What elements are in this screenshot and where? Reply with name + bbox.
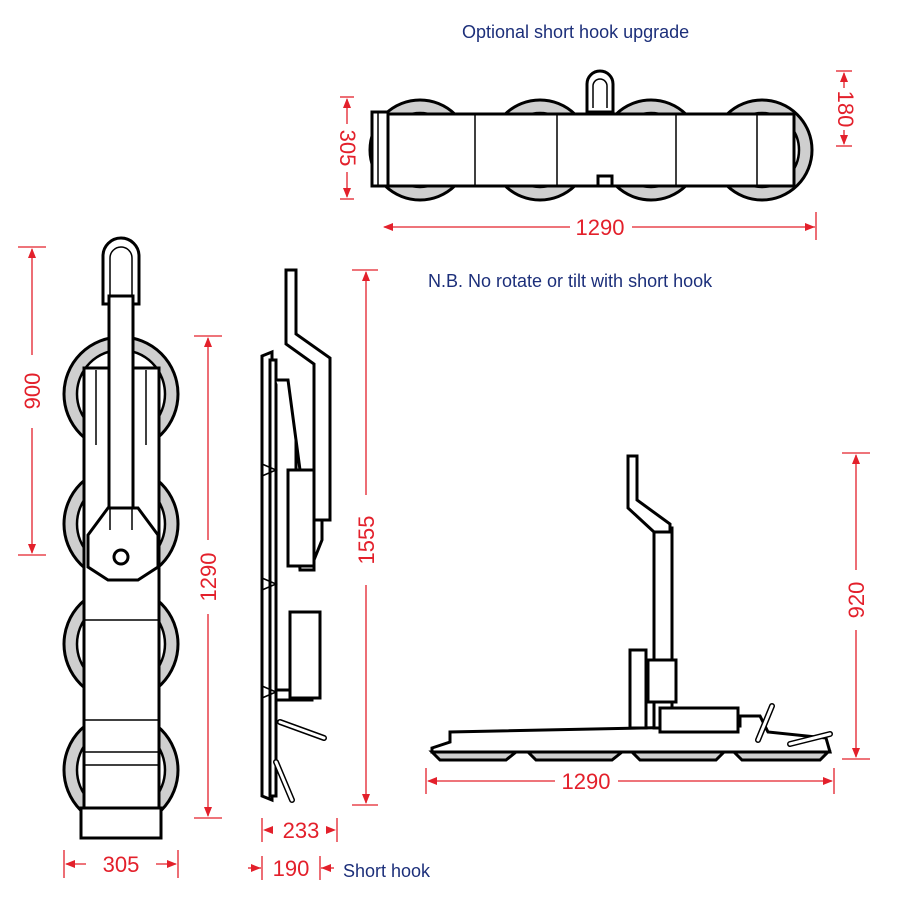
dim-305-front: 305 — [63, 850, 179, 878]
dim-305-top: 305 — [335, 96, 360, 200]
dim-305-front-label: 305 — [103, 852, 140, 877]
nb-warning-note: N.B. No rotate or tilt with short hook — [428, 271, 713, 291]
dim-190-label: 190 — [273, 856, 310, 881]
dim-920-label: 920 — [844, 582, 869, 619]
dim-305-top-label: 305 — [335, 130, 360, 167]
short-hook-note: Short hook — [343, 861, 431, 881]
dim-900-label: 900 — [20, 373, 45, 410]
dim-1290-bottom: 1290 — [425, 768, 835, 794]
dim-1290-front-label: 1290 — [196, 553, 221, 602]
side-view — [260, 268, 332, 803]
front-view — [62, 236, 180, 840]
dim-180-top-label: 180 — [833, 91, 858, 128]
dim-900: 900 — [18, 246, 46, 556]
top-view-short-hook — [368, 69, 814, 202]
dim-233: 233 — [261, 818, 338, 843]
dim-180-top: 180 — [833, 70, 858, 147]
dim-1290-top: 1290 — [383, 212, 817, 240]
optional-upgrade-note: Optional short hook upgrade — [462, 22, 689, 42]
dim-1290-top-label: 1290 — [576, 215, 625, 240]
side-view-tilted — [428, 454, 833, 762]
dim-1555: 1555 — [352, 269, 379, 806]
dim-1290-bottom-label: 1290 — [562, 769, 611, 794]
dim-233-label: 233 — [283, 818, 320, 843]
dim-920: 920 — [842, 452, 870, 760]
dim-1290-front: 1290 — [194, 335, 222, 819]
dim-1555-label: 1555 — [354, 516, 379, 565]
dim-190: 190 — [248, 856, 334, 881]
